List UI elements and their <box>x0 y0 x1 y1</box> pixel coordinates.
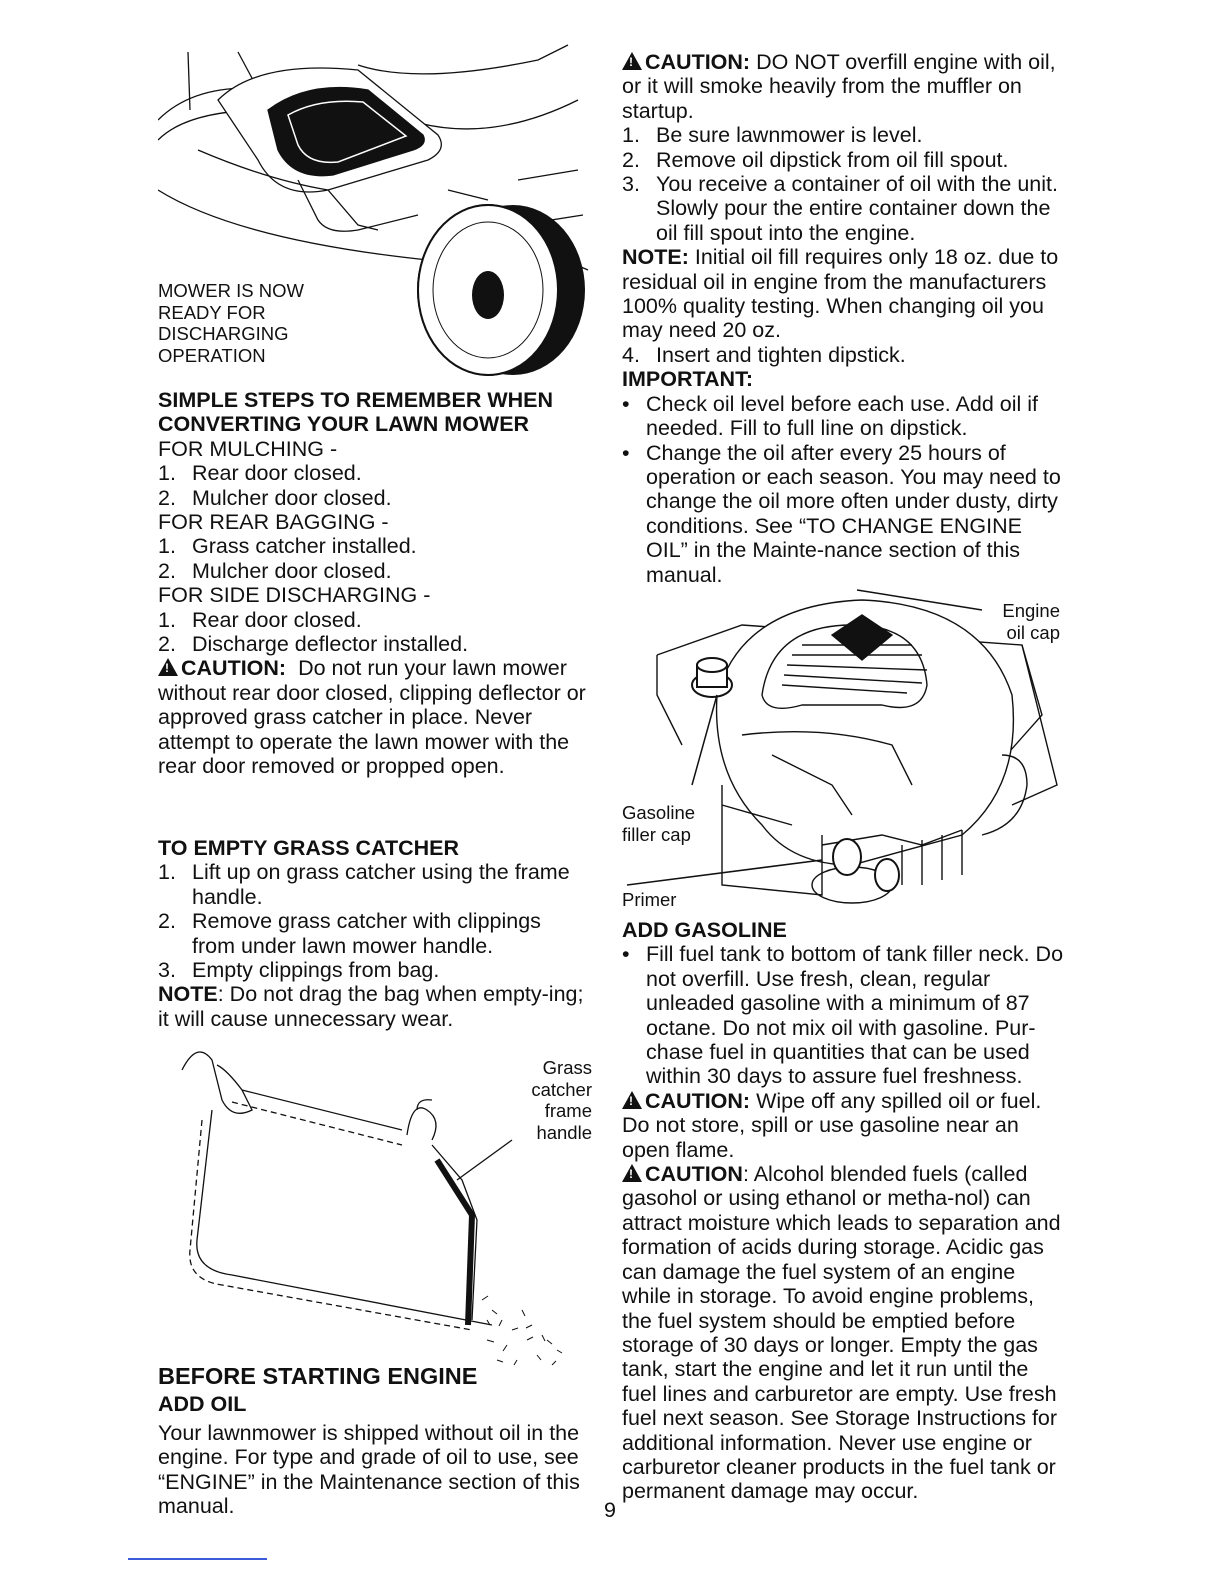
engine-illustration <box>626 589 1058 904</box>
note-label: NOTE <box>158 982 218 1007</box>
list-item-text: Rear door closed. <box>192 607 362 632</box>
list-item-text: Remove grass catcher with clippings from… <box>192 909 541 958</box>
list-item-text: Grass catcher installed. <box>192 534 417 559</box>
warning-icon <box>622 1090 642 1109</box>
bullet-item: •Fill fuel tank to bottom of tank filler… <box>622 942 1067 1088</box>
page-number: 9 <box>604 1498 616 1522</box>
list-item: 2.Mulcher door closed. <box>158 486 588 510</box>
list-item: 1.Rear door closed. <box>158 608 588 632</box>
caution-label: CAUTION: <box>645 1088 751 1113</box>
mower-caption-line: READY FOR <box>158 301 266 323</box>
list-item-text: Lift up on grass catcher using the frame… <box>192 860 570 909</box>
caution-alcohol-fuels: CAUTION: Alcohol blended fuels (called g… <box>622 1162 1067 1504</box>
add-gasoline-section: ADD GASOLINE •Fill fuel tank to bottom o… <box>622 918 1067 1504</box>
label-line: oil cap <box>1006 621 1060 643</box>
grass-catcher-label: Grass catcher frame handle <box>508 1057 592 1143</box>
list-item-text: Empty clippings from bag. <box>192 958 440 983</box>
list-item-text: Remove oil dipstick from oil fill spout. <box>656 147 1009 172</box>
label-line: Engine <box>1002 600 1060 621</box>
mower-caption-line: OPERATION <box>158 344 266 366</box>
bullet-item: •Change the oil after every 25 hours of … <box>622 441 1067 587</box>
empty-catcher-heading: TO EMPTY GRASS CATCHER <box>158 836 460 860</box>
list-item: 1.Be sure lawnmower is level. <box>622 123 1067 147</box>
list-item: 3.Empty clippings from bag. <box>158 958 588 982</box>
label-line: frame <box>544 1100 592 1121</box>
rear-bagging-label: FOR REAR BAGGING - <box>158 510 389 535</box>
add-oil-heading: ADD OIL <box>158 1392 247 1417</box>
list-item: 2.Discharge deflector installed. <box>158 632 588 656</box>
note-drag-bag: NOTE: Do not drag the bag when empty-ing… <box>158 982 588 1031</box>
list-item-text: Mulcher door closed. <box>192 485 392 510</box>
oil-section: CAUTION: DO NOT overfill engine with oil… <box>622 50 1067 587</box>
heading-line: SIMPLE STEPS TO REMEMBER WHEN <box>158 388 553 412</box>
label-line: handle <box>536 1121 592 1143</box>
mower-discharge-illustration <box>158 44 589 376</box>
warning-icon <box>158 658 178 677</box>
list-item: 1.Lift up on grass catcher using the fra… <box>158 860 588 909</box>
caution-overfill: CAUTION: DO NOT overfill engine with oil… <box>622 50 1067 123</box>
mulching-label: FOR MULCHING - <box>158 436 338 461</box>
add-oil-text: Your lawnmower is shipped without oil in… <box>158 1420 580 1519</box>
caution-label: CAUTION: <box>645 50 751 74</box>
list-item: 1.Grass catcher installed. <box>158 534 588 558</box>
bullet-item: •Check oil level before each use. Add oi… <box>622 392 1067 441</box>
label-line: filler cap <box>622 823 691 845</box>
gasoline-filler-cap-label: Gasoline filler cap <box>622 802 695 845</box>
warning-icon <box>622 1164 642 1183</box>
important-label: IMPORTANT: <box>622 367 753 392</box>
label-line: Grass <box>542 1057 592 1078</box>
engine-oil-cap-label: Engine oil cap <box>990 600 1060 643</box>
list-item-text: You receive a container of oil with the … <box>656 172 1058 245</box>
caution-text: : Alcohol blended fuels (called gasohol … <box>622 1162 1061 1504</box>
grass-catcher-illustration <box>181 1051 563 1366</box>
list-item-text: Be sure lawnmower is level. <box>656 123 923 148</box>
caution-spilled-fuel: CAUTION: Wipe off any spilled oil or fue… <box>622 1089 1067 1162</box>
simple-steps-section: SIMPLE STEPS TO REMEMBER WHEN CONVERTING… <box>158 388 588 779</box>
list-item: 2.Remove oil dipstick from oil fill spou… <box>622 148 1067 172</box>
bottom-link-underline <box>128 1558 267 1560</box>
primer-label: Primer <box>622 889 677 910</box>
before-starting-section: BEFORE STARTING ENGINE ADD OIL Your lawn… <box>158 1364 588 1518</box>
list-item-text: Discharge deflector installed. <box>192 632 469 657</box>
warning-icon <box>622 52 642 70</box>
list-item: 2.Mulcher door closed. <box>158 559 588 583</box>
note-label: NOTE: <box>622 245 689 270</box>
list-item: 2.Remove grass catcher with clippings fr… <box>158 909 588 958</box>
mower-caption: MOWER IS NOW READY FOR DISCHARGING OPERA… <box>158 280 304 366</box>
side-discharging-label: FOR SIDE DISCHARGING - <box>158 583 431 608</box>
list-item: 4.Insert and tighten dipstick. <box>622 343 1067 367</box>
simple-steps-heading: SIMPLE STEPS TO REMEMBER WHEN CONVERTING… <box>158 388 588 437</box>
note-text: : Do not drag the bag when empty-ing; it… <box>158 982 584 1031</box>
note-initial-fill: NOTE: Initial oil fill requires only 18 … <box>622 245 1067 343</box>
caution-text: Do not run your lawn mower without rear … <box>158 656 586 779</box>
list-item-text: Mulcher door closed. <box>192 558 392 583</box>
label-line: Gasoline <box>622 802 696 823</box>
caution-text: Wipe off any spilled oil or fuel. Do not… <box>622 1088 1042 1162</box>
bullet-text: Change the oil after every 25 hours of o… <box>646 440 1061 587</box>
list-item: 3.You receive a container of oil with th… <box>622 172 1067 245</box>
before-starting-heading: BEFORE STARTING ENGINE <box>158 1363 478 1389</box>
caution-text: DO NOT overfill engine with oil, or it w… <box>622 50 1056 123</box>
list-item-text: Insert and tighten dipstick. <box>656 342 906 367</box>
mower-caption-line: DISCHARGING <box>158 323 289 344</box>
caution-rear-door: CAUTION: Do not run your lawn mower with… <box>158 656 588 778</box>
empty-grass-catcher-section: TO EMPTY GRASS CATCHER 1.Lift up on gras… <box>158 836 588 1031</box>
heading-line: CONVERTING YOUR LAWN MOWER <box>158 412 530 437</box>
list-item: 1.Rear door closed. <box>158 461 588 485</box>
caution-label: CAUTION <box>645 1162 743 1187</box>
bullet-text: Fill fuel tank to bottom of tank filler … <box>646 942 1064 1089</box>
bullet-text: Check oil level before each use. Add oil… <box>646 391 1039 441</box>
label-line: catcher <box>531 1078 592 1100</box>
caution-label: CAUTION: <box>181 656 287 681</box>
list-item-text: Rear door closed. <box>192 461 362 486</box>
mower-caption-line: MOWER IS NOW <box>158 280 304 301</box>
add-gasoline-heading: ADD GASOLINE <box>622 918 787 942</box>
note-text: Initial oil fill requires only 18 oz. du… <box>622 245 1059 343</box>
